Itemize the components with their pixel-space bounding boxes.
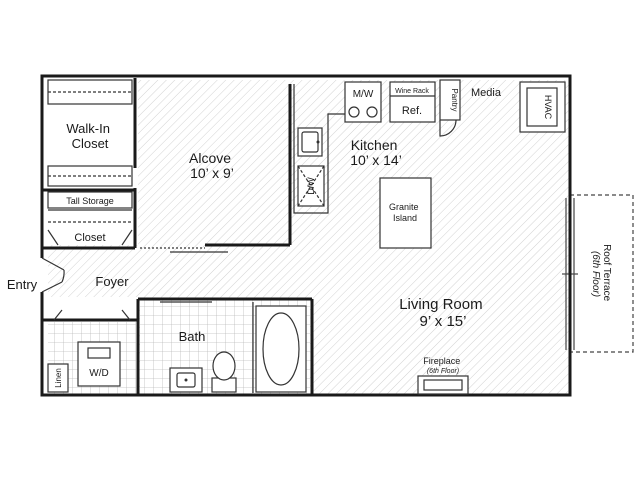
kitchen-sink-icon [297, 127, 323, 157]
linen-label: Linen [54, 368, 63, 388]
walk-in-closet-label: Walk-In Closet [66, 121, 113, 151]
hvac-label: HVAC [543, 95, 553, 120]
pantry[interactable] [439, 79, 461, 137]
living-room-label: Living Room 9’ x 15’ [399, 296, 487, 330]
roof-terrace-label: Roof Terrace (6th Floor) [590, 244, 612, 304]
ref-label: Ref. [402, 105, 422, 117]
fireplace [417, 375, 469, 395]
outer-walls [40, 74, 572, 397]
fireplace-label: Fireplace (6th Floor) [423, 356, 463, 375]
microwave-range [344, 81, 382, 123]
closet-label: Closet [74, 232, 105, 244]
foyer-label: Foyer [95, 274, 129, 289]
bath-vanity-sink [169, 367, 203, 393]
pantry-label: Pantry [450, 88, 459, 111]
interior-walls [42, 78, 314, 395]
wine-rack-label: Wine Rack [395, 88, 429, 95]
mw-label: M/W [353, 89, 374, 100]
hvac-unit [519, 81, 566, 133]
room-labels: Walk-In Closet Alcove 10’ x 9’ Kitchen 1… [7, 87, 612, 388]
closet-fixtures [47, 79, 133, 246]
bathtub [255, 305, 307, 393]
kitchen-counter [293, 84, 345, 214]
alcove-label: Alcove 10’ x 9’ [189, 150, 235, 181]
dw-label: D/W [306, 177, 316, 195]
kitchen-label: Kitchen 10’ x 14’ [350, 137, 402, 168]
entry-door[interactable] [41, 257, 65, 293]
tall-storage-label: Tall Storage [66, 196, 114, 206]
entry-label: Entry [7, 277, 38, 292]
granite-island-label: Granite Island [389, 202, 421, 223]
bath-label: Bath [179, 329, 206, 344]
alcove-sliding-door[interactable] [140, 247, 228, 253]
wine-rack-refrigerator [389, 81, 436, 123]
roof-terrace [562, 194, 634, 353]
washer-dryer [77, 341, 121, 387]
media-label: Media [471, 87, 502, 99]
granite-island [379, 177, 432, 249]
linen-cabinet [47, 363, 69, 393]
dishwasher [297, 165, 325, 207]
wd-label: W/D [89, 368, 108, 379]
laundry-door[interactable] [53, 309, 131, 321]
toilet-icon [211, 351, 237, 393]
